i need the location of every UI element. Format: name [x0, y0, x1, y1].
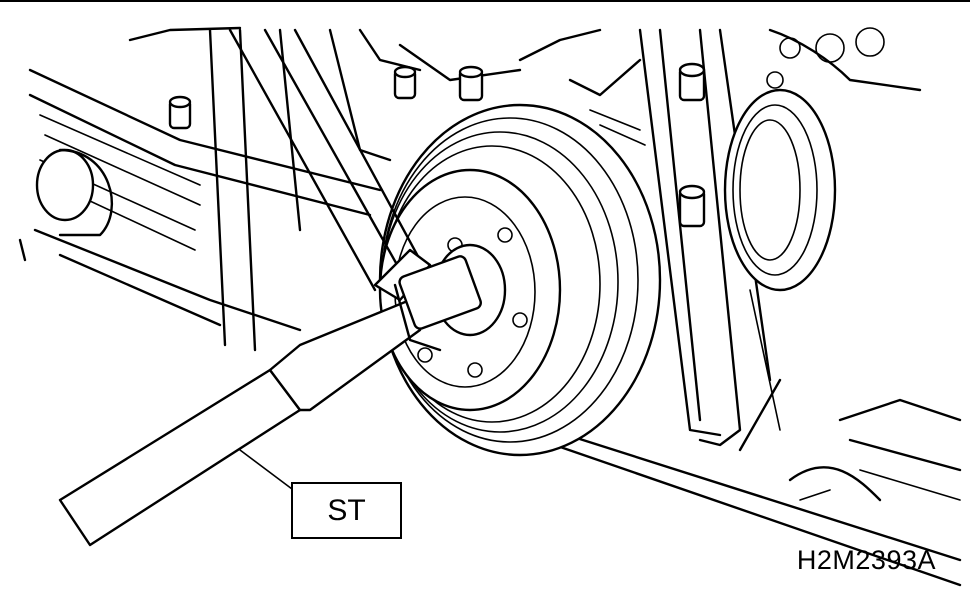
figure-code: H2M2393A — [796, 545, 936, 575]
lower-right-parts — [518, 398, 962, 587]
engine-bolts — [168, 62, 706, 228]
left-boss — [35, 148, 114, 237]
rear-pulley — [723, 88, 837, 292]
special-tool — [58, 28, 482, 547]
st-callout-box: ST — [291, 482, 402, 539]
st-callout-label: ST — [327, 493, 366, 527]
crankshaft-pulley — [378, 103, 662, 457]
callout-leader — [239, 449, 301, 496]
